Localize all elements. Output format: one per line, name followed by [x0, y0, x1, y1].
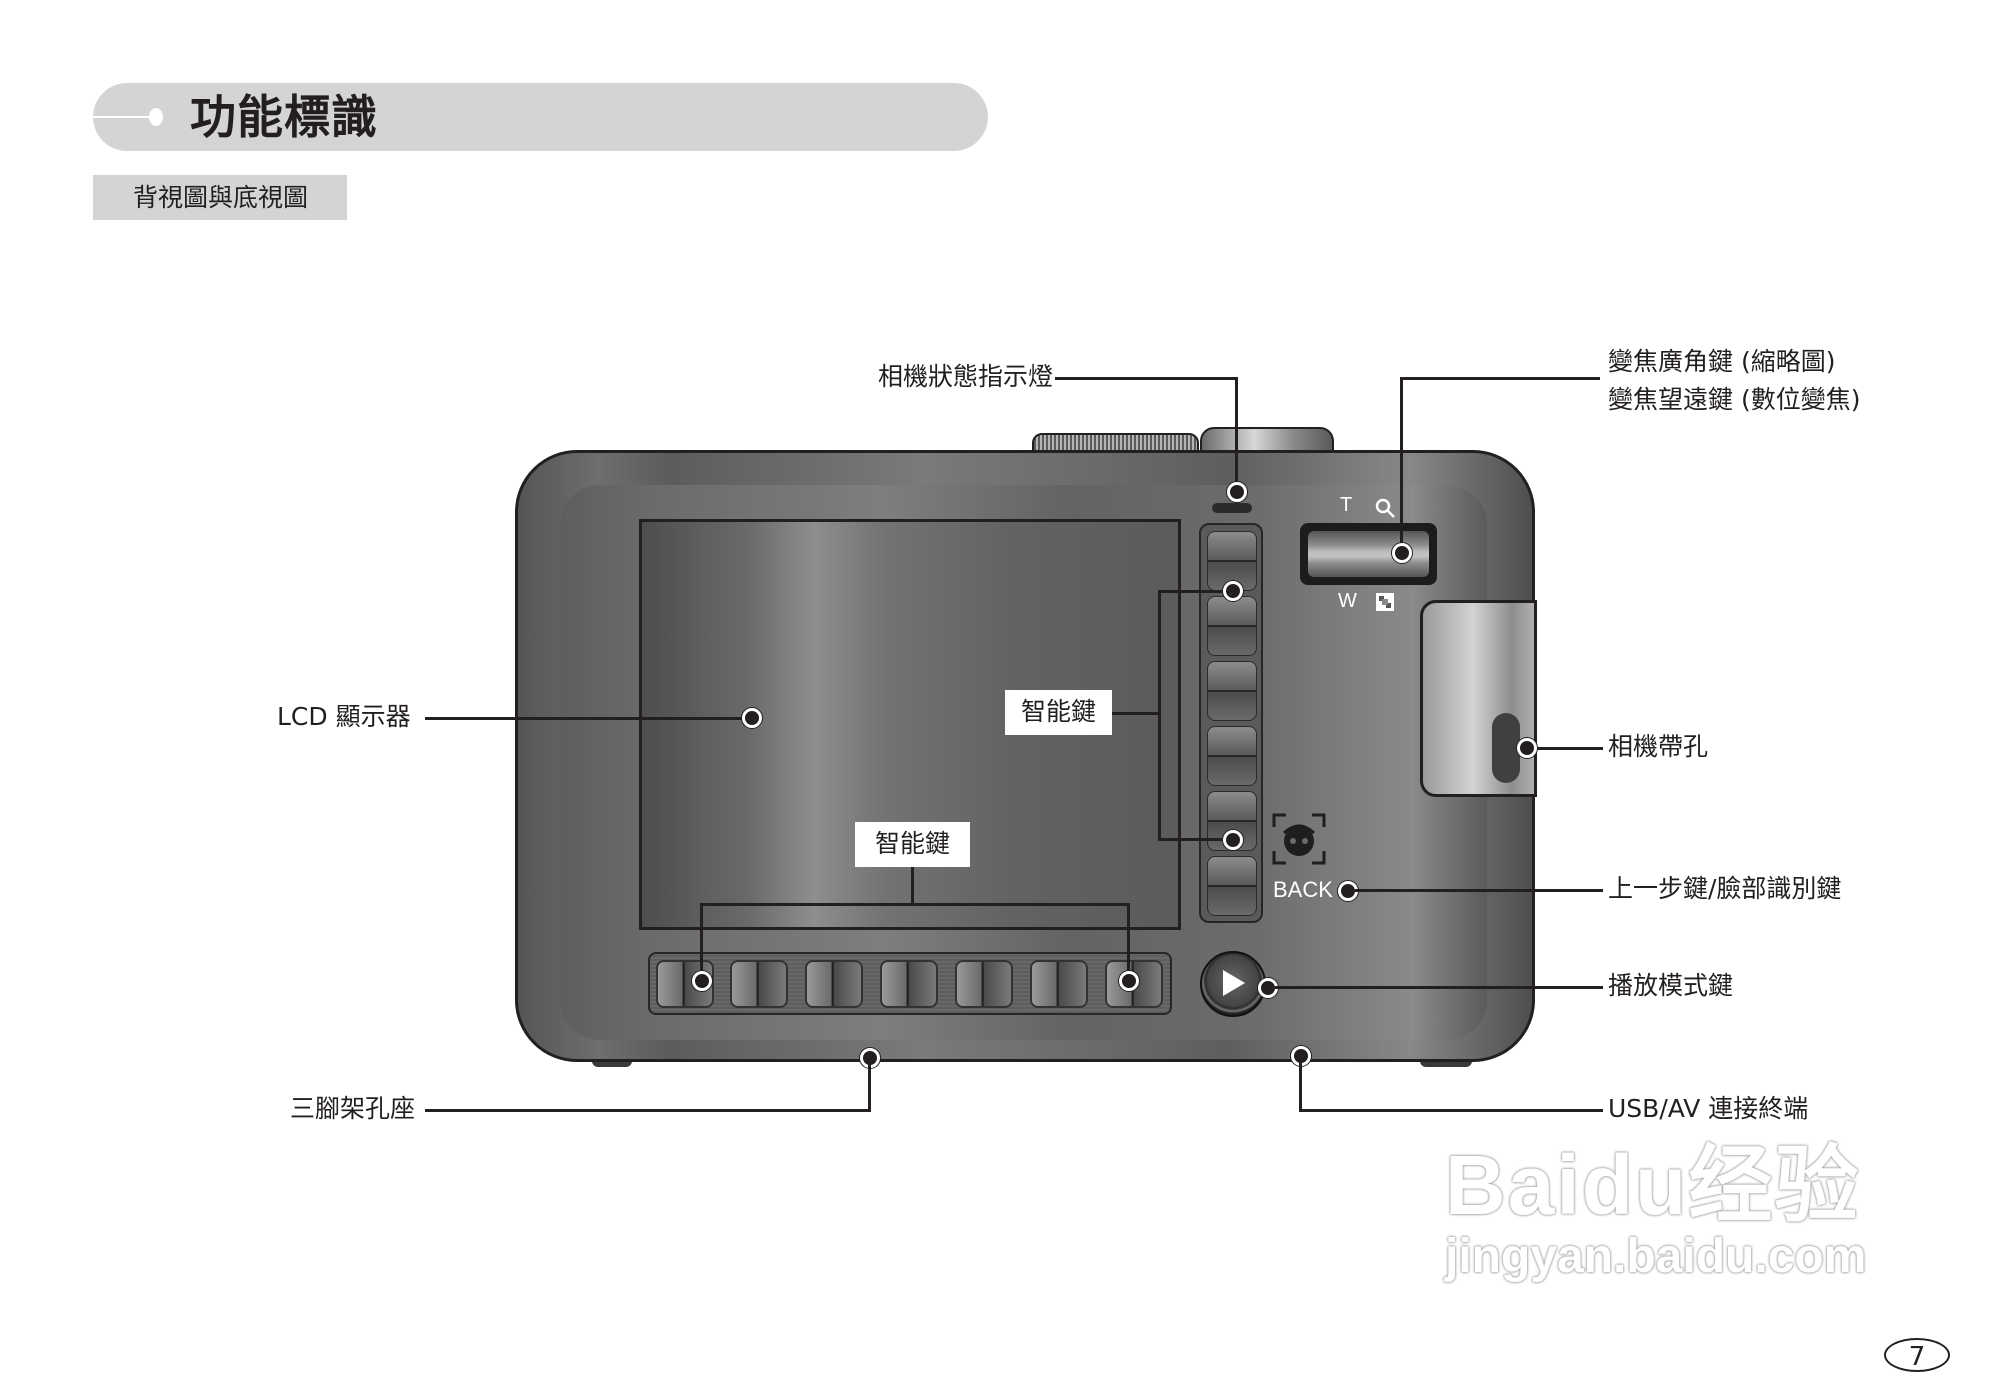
leader-line — [700, 903, 703, 981]
baidu-watermark: Baidu经验 jingyan.baidu.com — [1445, 1140, 1866, 1284]
leader-line — [1299, 1056, 1302, 1112]
face-recognition-icon — [1272, 813, 1326, 865]
banner-dot-decoration — [149, 108, 163, 126]
watermark-url: jingyan.baidu.com — [1445, 1230, 1867, 1283]
callout-back-face: 上一步鍵/臉部識別鍵 — [1608, 874, 1842, 903]
page-number: 7 — [1884, 1338, 1950, 1372]
callout-zoom-wide: 變焦廣角鍵 (縮略圖) — [1608, 347, 1836, 376]
callout-dot — [1223, 581, 1243, 601]
callout-play-mode: 播放模式鍵 — [1608, 971, 1734, 1000]
leader-line — [1355, 889, 1603, 892]
callout-dot — [1223, 830, 1243, 850]
zoom-wide-label: W — [1338, 590, 1357, 612]
callout-lcd: LCD 顯示器 — [277, 702, 411, 731]
leader-line — [1235, 377, 1238, 492]
smart-key-horizontal-strip — [648, 952, 1172, 1015]
leader-line — [425, 1109, 871, 1112]
section-title-banner — [93, 83, 988, 151]
leader-line — [868, 1058, 871, 1112]
watermark-brand: Baidu经验 — [1445, 1138, 1861, 1232]
leader-line — [1400, 377, 1600, 380]
callout-smart-key-right: 智能鍵 — [1005, 690, 1112, 735]
thumbnail-grid-icon — [1376, 593, 1394, 611]
smart-key-horizontal — [805, 960, 863, 1008]
smart-key-horizontal — [730, 960, 788, 1008]
zoom-tele-label: T — [1340, 494, 1353, 516]
leader-line — [1112, 712, 1160, 715]
smart-key-horizontal — [1105, 960, 1163, 1008]
smart-key-horizontal — [955, 960, 1013, 1008]
leader-line — [1400, 377, 1403, 553]
page-subtitle: 背視圖與底視圖 — [133, 183, 309, 212]
leader-line — [425, 717, 752, 720]
back-button-label: BACK — [1273, 877, 1333, 902]
callout-dot — [1392, 543, 1412, 563]
leader-line — [1160, 838, 1232, 841]
leader-line — [1158, 590, 1161, 841]
leader-line — [1127, 903, 1130, 981]
leader-line — [1055, 377, 1238, 380]
callout-tripod: 三腳架孔座 — [290, 1094, 416, 1123]
subtitle-banner — [93, 175, 347, 220]
magnifier-icon — [1374, 497, 1396, 519]
callout-dot — [692, 971, 712, 991]
play-icon — [1223, 970, 1245, 996]
page-title: 功能標識 — [190, 90, 378, 144]
smart-key-vertical — [1207, 726, 1257, 786]
callout-smart-key-bottom: 智能鍵 — [855, 822, 970, 867]
leader-line — [911, 867, 914, 905]
callout-dot — [1119, 971, 1139, 991]
status-lamp — [1212, 503, 1252, 513]
callout-zoom-tele: 變焦望遠鍵 (數位變焦) — [1608, 385, 1861, 414]
smart-key-vertical — [1207, 856, 1257, 916]
leader-line — [700, 903, 1130, 906]
banner-line-decoration — [93, 116, 153, 118]
callout-usb-av: USB/AV 連接終端 — [1608, 1094, 1809, 1123]
callout-strap-eyelet: 相機帶孔 — [1608, 732, 1709, 761]
leader-line — [1299, 1109, 1603, 1112]
callout-status-lamp: 相機狀態指示燈 — [878, 362, 1054, 391]
smart-key-horizontal — [1030, 960, 1088, 1008]
smart-key-horizontal — [880, 960, 938, 1008]
strap-eyelet — [1492, 713, 1520, 783]
leader-line — [1528, 747, 1603, 750]
smart-key-vertical — [1207, 596, 1257, 656]
leader-line — [1160, 590, 1232, 593]
callout-dot — [1517, 738, 1537, 758]
smart-key-vertical — [1207, 661, 1257, 721]
callout-dot — [742, 708, 762, 728]
smart-key-vertical — [1207, 791, 1257, 851]
callout-dot — [1227, 482, 1247, 502]
leader-line — [1275, 986, 1603, 989]
